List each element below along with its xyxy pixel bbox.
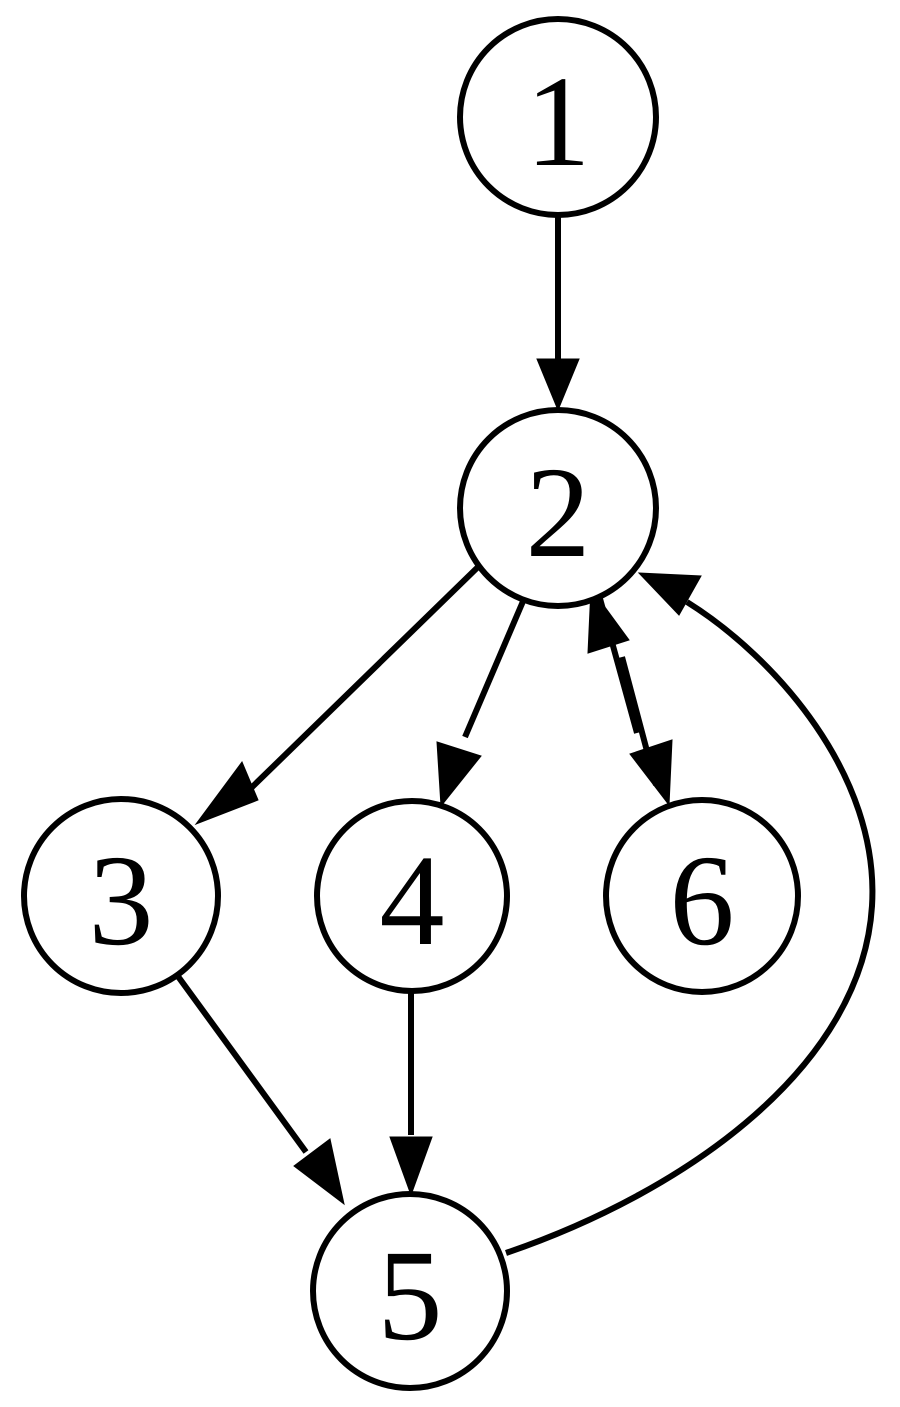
edge-2-to-4[interactable] xyxy=(436,597,527,808)
node-2[interactable]: 2 xyxy=(457,407,659,609)
node-6-label: 6 xyxy=(670,829,735,973)
edge-5-to-2-arrowhead xyxy=(637,572,702,616)
node-4[interactable]: 4 xyxy=(314,798,510,994)
node-3[interactable]: 3 xyxy=(21,796,221,996)
edge-2-to-4-line xyxy=(462,597,527,739)
edge-3-to-5-line xyxy=(174,973,309,1154)
edge-2-to-4-arrowhead xyxy=(436,741,482,808)
node-4-circle xyxy=(314,798,510,994)
node-6[interactable]: 6 xyxy=(603,797,801,995)
node-1[interactable]: 1 xyxy=(457,16,659,218)
edge-3-to-5[interactable] xyxy=(174,973,345,1206)
node-2-label: 2 xyxy=(526,441,591,585)
node-3-circle xyxy=(21,796,221,996)
edge-2-to-3-line xyxy=(242,563,482,797)
edge-3-to-5-arrowhead xyxy=(293,1138,345,1206)
edge-4-to-5-arrowhead xyxy=(389,1136,433,1197)
edge-6-to-2[interactable] xyxy=(587,586,659,786)
edge-1-to-2[interactable] xyxy=(536,215,580,412)
edge-6-to-2-arrowhead xyxy=(587,586,630,654)
edge-1-to-2-arrowhead xyxy=(536,358,580,412)
edge-2-to-3[interactable] xyxy=(194,563,482,826)
edge-5-to-2[interactable] xyxy=(505,572,876,1256)
node-3-label: 3 xyxy=(89,829,154,973)
node-4-label: 4 xyxy=(380,829,445,973)
node-1-label: 1 xyxy=(526,50,591,194)
node-5-label: 5 xyxy=(378,1224,443,1368)
edge-6-to-2-line xyxy=(619,656,659,786)
node-2-circle xyxy=(457,407,659,609)
node-5[interactable]: 5 xyxy=(310,1191,510,1391)
edge-5-to-2-curve xyxy=(505,599,876,1256)
edge-4-to-5[interactable] xyxy=(389,991,433,1197)
edge-2-to-3-arrowhead xyxy=(194,760,259,826)
node-6-circle xyxy=(603,797,801,995)
node-5-circle xyxy=(310,1191,510,1391)
node-1-circle xyxy=(457,16,659,218)
